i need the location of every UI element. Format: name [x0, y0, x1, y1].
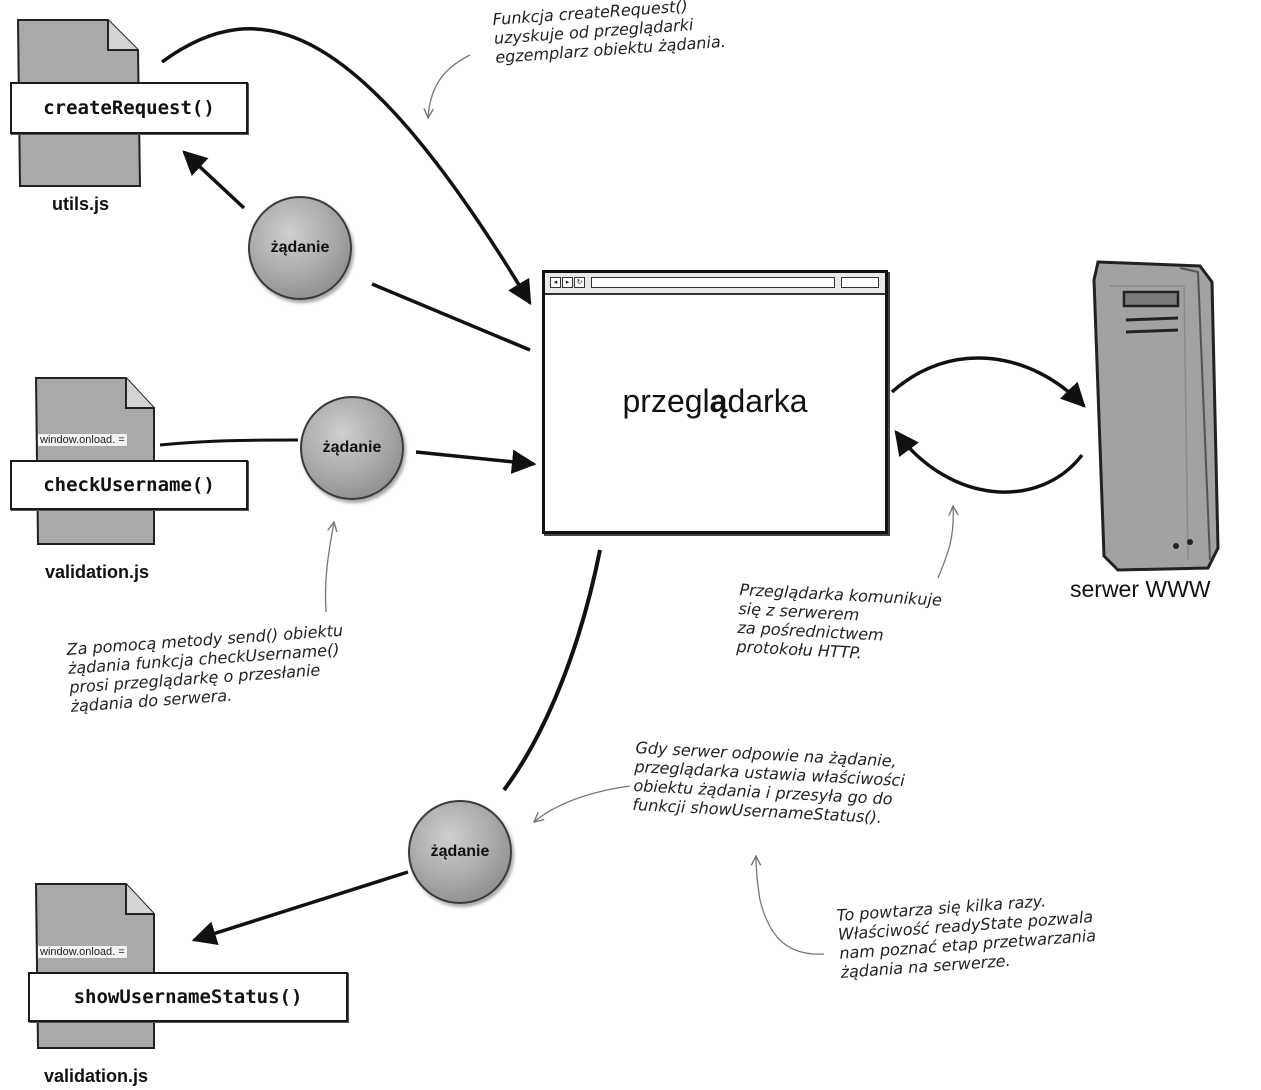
file-name-validation: validation.js	[45, 562, 150, 582]
arrow-server-to-browser	[894, 430, 1084, 494]
browser-toolbar: ◂ ▸ ↻	[545, 273, 885, 295]
note-http: Przeglądarka komunikuje się z serwerem z…	[736, 580, 943, 663]
function-box-create-request: createRequest()	[10, 82, 248, 134]
pointer-response	[534, 785, 631, 822]
line-check-to-request	[159, 438, 299, 447]
pointer-ready-state	[756, 856, 825, 955]
address-bar	[591, 277, 835, 288]
request-object-middle: żądanie	[300, 396, 404, 500]
validation-file-check: window.onload. = checkUsername() validat…	[8, 372, 248, 584]
arrow-browser-to-server	[890, 356, 1086, 408]
function-box-show-username-status: showUsernameStatus()	[28, 972, 348, 1022]
pointer-create-request	[428, 54, 471, 118]
file-name-utils: utils.js	[52, 194, 110, 214]
arrow-request-to-utils	[182, 150, 246, 210]
file-name-validation: validation.js	[44, 1066, 149, 1086]
line-request-to-browser	[371, 282, 531, 352]
function-box-check-username: checkUsername()	[10, 460, 248, 510]
pointer-send	[324, 522, 334, 613]
arrow-request-to-browser	[415, 449, 537, 474]
note-response: Gdy serwer odpowie na żądanie, przegląda…	[632, 738, 906, 827]
forward-icon: ▸	[562, 277, 573, 288]
onload-snippet: window.onload. =	[38, 946, 127, 958]
request-object-lower: żądanie	[408, 800, 512, 904]
search-box	[841, 277, 879, 288]
browser-label: przeglądarka	[622, 383, 808, 419]
arrow-response-to-status	[191, 870, 409, 945]
onload-snippet: window.onload. =	[38, 434, 127, 446]
back-icon: ◂	[550, 277, 561, 288]
browser-window: ◂ ▸ ↻ przeglądarka	[542, 270, 888, 534]
validation-file-status: window.onload. = showUsernameStatus() va…	[26, 878, 348, 1090]
request-object-upper: żądanie	[248, 196, 352, 300]
server-label: serwer WWW	[1070, 576, 1211, 602]
arrow-utils-to-browser	[160, 27, 532, 306]
utils-file: createRequest() utils.js	[8, 14, 248, 214]
pointer-http	[937, 506, 953, 579]
line-browser-to-response	[502, 549, 602, 792]
reload-icon: ↻	[574, 277, 585, 288]
